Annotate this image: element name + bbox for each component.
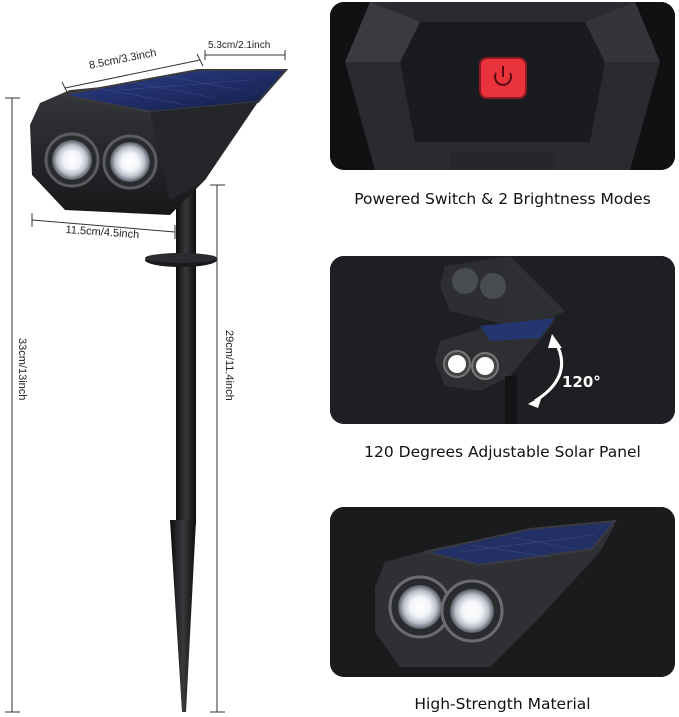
feature-caption-material: High-Strength Material: [414, 695, 591, 713]
power-switch-button: [479, 57, 527, 99]
total-height-label: 33cm/13inch: [16, 338, 28, 401]
light-head: [30, 69, 289, 215]
dimension-lines: [5, 50, 286, 713]
stake-height-label: 29cm/11.4inch: [223, 330, 235, 401]
feature-panel-material: [330, 507, 675, 677]
angle-label: 120°: [562, 373, 601, 391]
stake: [145, 185, 217, 712]
feature-panel-switch: [330, 2, 675, 170]
feature-panel-adjustable: 120°: [330, 256, 675, 424]
power-icon: [494, 66, 512, 86]
feature-caption-adjustable: 120 Degrees Adjustable Solar Panel: [364, 443, 641, 461]
rotation-arrow-icon: [528, 334, 564, 408]
product-dimension-illustration: [5, 50, 289, 713]
panel-width-label: 5.3cm/2.1inch: [208, 40, 271, 51]
feature-caption-switch: Powered Switch & 2 Brightness Modes: [354, 190, 651, 208]
